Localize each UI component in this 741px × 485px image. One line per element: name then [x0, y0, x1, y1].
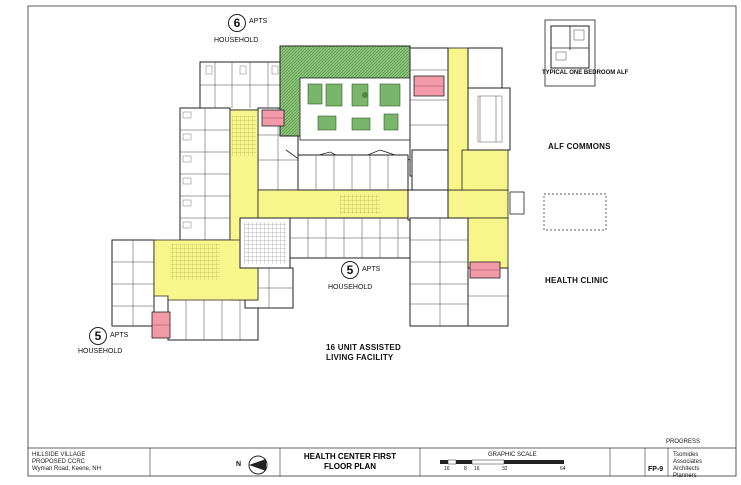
household-label-center: HOUSEHOLD [328, 284, 373, 291]
household-label-top: HOUSEHOLD [214, 37, 259, 44]
household-apts-center: APTS [362, 266, 381, 273]
status-label: PROGRESS [666, 439, 701, 445]
unit-count-label-line2: LIVING FACILITY [326, 353, 394, 362]
household-apts-top: APTS [249, 18, 268, 25]
stair [151, 75, 501, 339]
inset-title: TYPICAL ONE BEDROOM ALF [542, 70, 629, 76]
sheet-number: FP-9 [648, 466, 664, 473]
north-label: N [236, 461, 242, 468]
household-apts-left: APTS [110, 332, 129, 339]
household-label-left: HOUSEHOLD [78, 348, 123, 355]
health-clinic-label: HEALTH CLINIC [545, 276, 609, 285]
household-count-top: 6 [228, 14, 246, 32]
alf-commons-outline [543, 193, 607, 231]
household-count-center: 5 [341, 261, 359, 279]
sheet-border [27, 5, 737, 477]
alf-commons-label: ALF COMMONS [548, 142, 611, 151]
household-count-left: 5 [89, 327, 107, 345]
drawing-title: HEALTH CENTER FIRST FLOOR PLAN [303, 452, 397, 471]
firm-name: Tsomides Associates Architects Planners [673, 452, 703, 479]
unit-count-label-line1: 16 UNIT ASSISTED [326, 343, 401, 352]
graphic-scale-label: GRAPHIC SCALE [488, 452, 537, 458]
project-name: HILLSIDE VILLAGE PROPOSED CCRC Wyman Roa… [32, 452, 101, 472]
graphic-scale-bar [440, 459, 564, 465]
